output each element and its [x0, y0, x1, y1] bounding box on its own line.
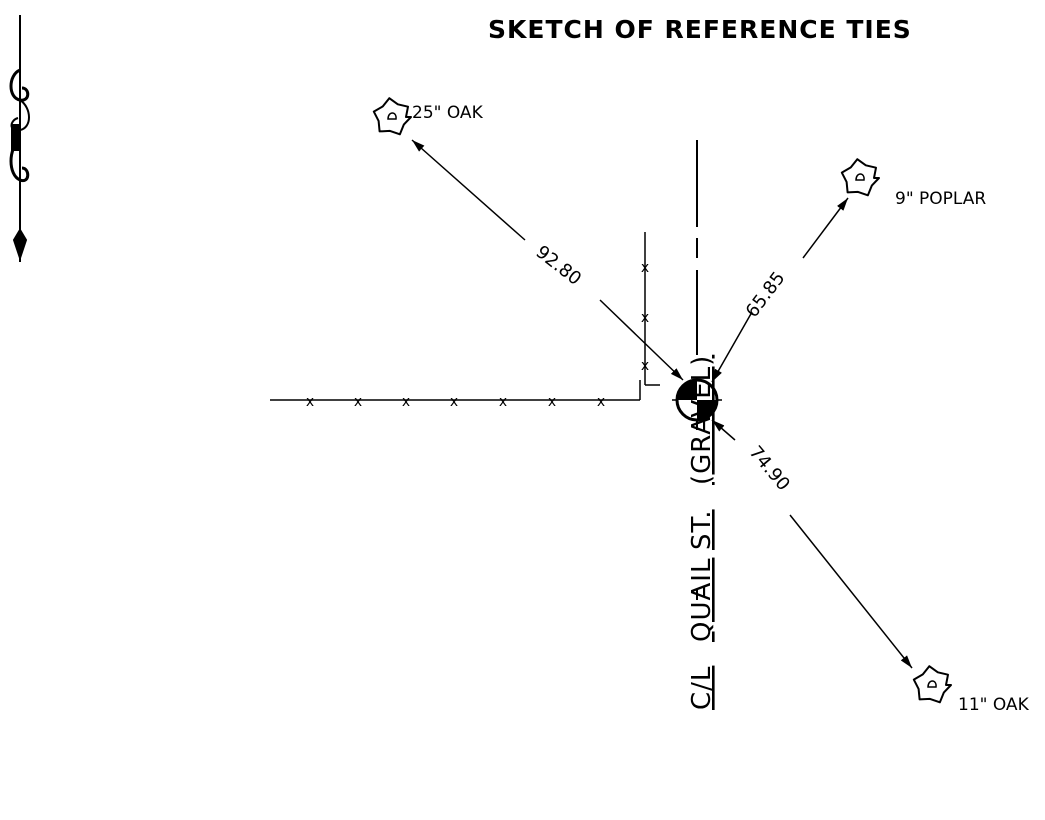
tree-label: 11" OAK: [958, 695, 1030, 715]
road-label-st: ST.: [687, 509, 717, 550]
tie-line: [411, 139, 526, 241]
road-label-cl: C/L: [687, 666, 717, 710]
fence-marker: x: [306, 394, 314, 410]
tie-distance-label: 92.80: [532, 242, 586, 290]
fence-marker: x: [641, 358, 649, 374]
fence-marker: x: [597, 394, 605, 410]
road-label-quail: QUAIL: [687, 558, 717, 642]
sketch-title: SKETCH OF REFERENCE TIES: [488, 15, 912, 44]
fence-marker: x: [548, 394, 556, 410]
road-label: C/L QUAIL ST. (GRAVEL): [687, 355, 717, 710]
fence-marker: x: [641, 310, 649, 326]
tie-distance-label: 74.90: [745, 442, 794, 495]
fence-marker: x: [641, 260, 649, 276]
tree-icon: [840, 158, 880, 197]
tree-label: 25" OAK: [412, 103, 484, 123]
benchmark-icon: [675, 378, 719, 422]
north-arrow-icon: [9, 15, 30, 262]
fence-markers: x x x x x x x x x x: [306, 260, 649, 410]
tie-line: [802, 197, 849, 259]
tree-icon: [372, 97, 412, 136]
tie-distance-label: 65.85: [742, 268, 790, 322]
fence-marker: x: [354, 394, 362, 410]
fence-marker: x: [450, 394, 458, 410]
fence-marker: x: [499, 394, 507, 410]
tie-line: [599, 299, 684, 381]
fence-marker: x: [402, 394, 410, 410]
tree-label: 9" POPLAR: [895, 189, 986, 209]
trees: [372, 97, 952, 704]
tie-line: [711, 311, 753, 383]
tie-line: [711, 419, 736, 441]
tie-line: [789, 514, 913, 669]
fence-line: [270, 232, 660, 401]
tie-lines: [411, 139, 913, 669]
tree-icon: [912, 665, 952, 704]
